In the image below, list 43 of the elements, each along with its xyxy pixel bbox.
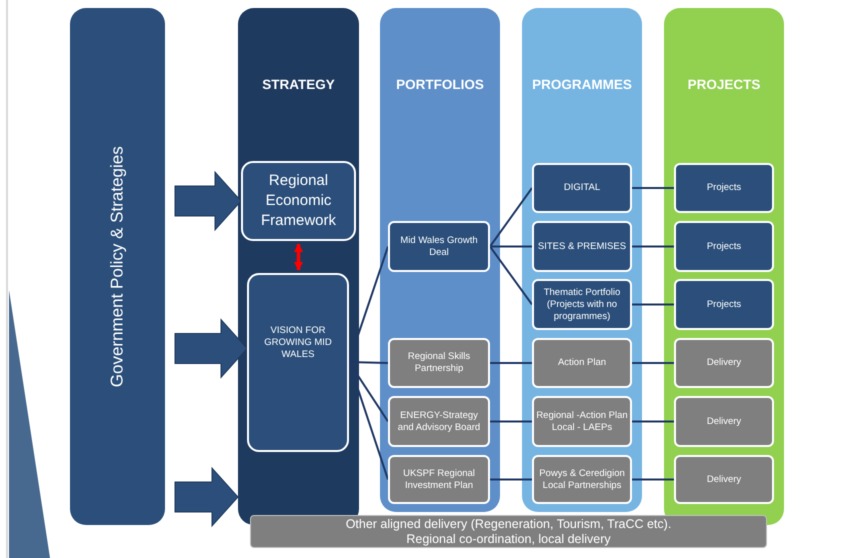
connector-line xyxy=(490,478,532,480)
process-box: Regional -Action Plan Local - LAEPs xyxy=(532,396,632,447)
process-box: Regional Skills Partnership xyxy=(388,338,490,388)
column-title: Government Policy & Strategies xyxy=(106,146,128,387)
connector-line xyxy=(632,420,674,422)
process-box: SITES & PREMISES xyxy=(532,221,632,272)
connector-line xyxy=(632,187,674,189)
connector-line xyxy=(490,246,532,248)
connector-line xyxy=(632,304,674,306)
process-box: ENERGY-Strategy and Advisory Board xyxy=(388,396,490,447)
process-box: Thematic Portfolio (Projects with no programmes) xyxy=(532,279,632,330)
block-arrow xyxy=(174,170,242,232)
block-arrow xyxy=(174,466,239,528)
column-panel xyxy=(70,8,165,525)
process-box: Mid Wales Growth Deal xyxy=(388,221,490,272)
connector-line xyxy=(632,362,674,364)
process-box: DIGITAL xyxy=(532,163,632,213)
connector-line xyxy=(632,478,674,480)
connector-line xyxy=(489,246,533,306)
footer-bar: Other aligned delivery (Regeneration, Tourism, TraCC etc). Regional co-ordination, local delivery xyxy=(250,515,767,548)
column-heading: PROJECTS xyxy=(686,76,762,94)
strategy-box: VISION FOR GROWING MID WALES xyxy=(247,273,349,452)
process-box: Action Plan xyxy=(532,338,632,388)
process-box: Projects xyxy=(674,163,774,213)
process-box: Powys & Ceredigion Local Partnerships xyxy=(532,455,632,504)
block-arrow xyxy=(174,318,248,379)
column-heading: PROGRAMMES xyxy=(531,76,633,94)
process-box: Delivery xyxy=(674,396,774,447)
double-arrow xyxy=(294,243,304,271)
process-box: Delivery xyxy=(674,338,774,388)
column-panel xyxy=(522,8,642,512)
connector-line xyxy=(490,420,532,422)
process-box: UKSPF Regional Investment Plan xyxy=(388,455,490,504)
process-box: Delivery xyxy=(674,455,774,504)
column-heading: STRATEGY xyxy=(261,76,336,94)
strategy-box: Regional Economic Framework xyxy=(241,161,356,241)
process-box: Projects xyxy=(674,279,774,330)
connector-line xyxy=(490,362,532,364)
connector-line xyxy=(489,187,533,248)
process-box: Projects xyxy=(674,221,774,272)
connector-line xyxy=(632,246,674,248)
column-heading: PORTFOLIOS xyxy=(395,76,485,94)
column-panel xyxy=(380,8,500,512)
